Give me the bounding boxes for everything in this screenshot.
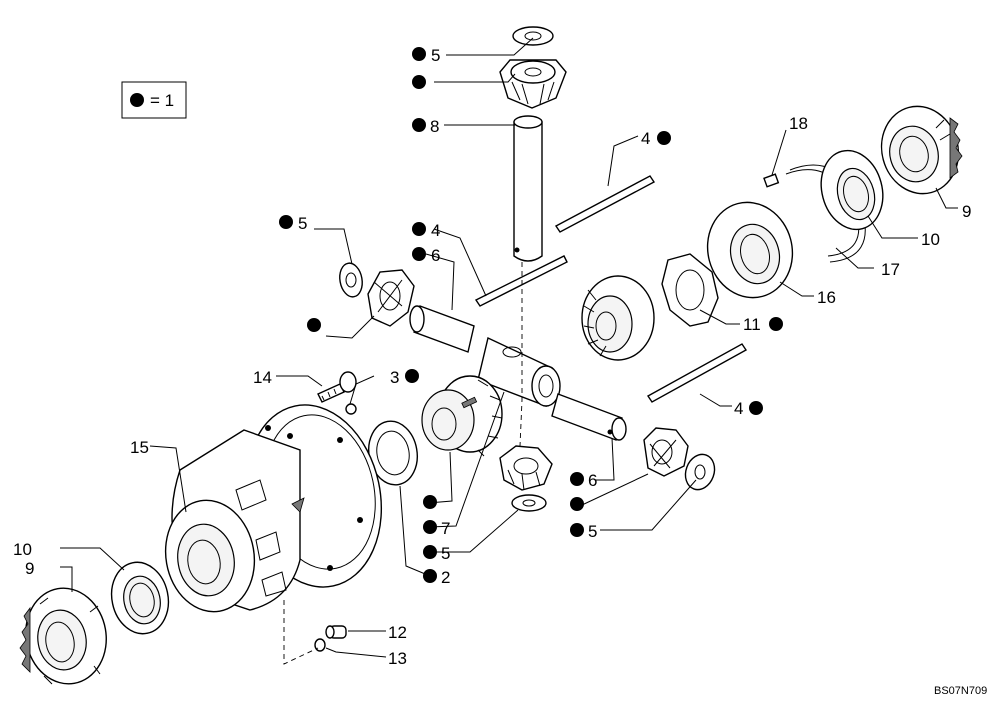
thrust-washer-top bbox=[512, 26, 554, 46]
side-gear-left bbox=[421, 375, 503, 457]
adjusting-ring-left bbox=[19, 587, 107, 685]
callout bbox=[307, 318, 321, 332]
drawing-code: BS07N709 bbox=[934, 685, 987, 697]
callout: 4 bbox=[641, 129, 671, 148]
dowel-key bbox=[763, 173, 780, 188]
svg-text:5: 5 bbox=[431, 46, 440, 65]
bearing-left bbox=[110, 561, 170, 635]
svg-text:12: 12 bbox=[388, 623, 407, 642]
svg-text:5: 5 bbox=[588, 522, 597, 541]
callout: 6 bbox=[570, 471, 597, 490]
callout: 16 bbox=[817, 288, 836, 307]
svg-text:4: 4 bbox=[641, 129, 650, 148]
callout: 5 bbox=[423, 544, 450, 563]
callout bbox=[412, 75, 426, 89]
callout: 11 bbox=[743, 315, 783, 334]
cross-pin-vertical bbox=[513, 115, 543, 262]
axis-line-case bbox=[283, 600, 319, 665]
bearing-right bbox=[820, 149, 884, 231]
callout: 5 bbox=[412, 46, 440, 65]
svg-text:9: 9 bbox=[962, 202, 971, 221]
roll-pin-upper bbox=[554, 175, 656, 233]
callout: 18 bbox=[789, 114, 808, 133]
svg-text:17: 17 bbox=[881, 260, 900, 279]
svg-text:16: 16 bbox=[817, 288, 836, 307]
svg-text:14: 14 bbox=[253, 368, 272, 387]
differential-case bbox=[164, 404, 383, 613]
legend-text: = 1 bbox=[150, 91, 174, 110]
svg-text:8: 8 bbox=[430, 117, 439, 136]
callout: 3 bbox=[390, 368, 419, 387]
svg-text:11: 11 bbox=[743, 315, 761, 334]
svg-text:4: 4 bbox=[734, 399, 743, 418]
adjusting-ring-right bbox=[880, 105, 963, 195]
pinion-gear-right bbox=[643, 427, 689, 477]
callout: 17 bbox=[881, 260, 900, 279]
legend: = 1 bbox=[121, 81, 187, 119]
callout: 15 bbox=[130, 438, 149, 457]
callout: 10 bbox=[921, 230, 940, 249]
callout: 13 bbox=[388, 649, 407, 668]
thrust-plate bbox=[661, 253, 719, 327]
callout: 2 bbox=[423, 568, 450, 587]
svg-text:3: 3 bbox=[390, 368, 399, 387]
callout: 12 bbox=[388, 623, 407, 642]
callout: 7 bbox=[423, 519, 450, 538]
pinion-gear-left bbox=[367, 269, 415, 327]
callouts: 5 8 4 18 9 10 17 16 11 5 4 6 14 3 4 15 6… bbox=[13, 46, 971, 668]
locating-pin bbox=[345, 403, 357, 415]
thrust-washer-lower bbox=[511, 494, 547, 512]
callout: 6 bbox=[412, 246, 440, 265]
callout: 9 bbox=[962, 202, 971, 221]
axis-line-vertical bbox=[519, 262, 523, 447]
callout bbox=[570, 497, 584, 511]
spider-shaft-upper bbox=[409, 305, 475, 353]
svg-text:10: 10 bbox=[921, 230, 940, 249]
svg-text:15: 15 bbox=[130, 438, 149, 457]
spider-center-block bbox=[477, 337, 561, 407]
svg-text:5: 5 bbox=[441, 544, 450, 563]
thrust-washer-left bbox=[339, 262, 363, 298]
pinion-gear-lower bbox=[499, 445, 553, 491]
svg-text:5: 5 bbox=[298, 214, 307, 233]
thrust-washer-right bbox=[684, 453, 716, 491]
callout: 8 bbox=[412, 117, 439, 136]
svg-text:9: 9 bbox=[25, 559, 34, 578]
bolt bbox=[317, 371, 357, 403]
roll-pin-lower bbox=[646, 343, 748, 403]
callout: 5 bbox=[279, 214, 307, 233]
pinion-gear-top bbox=[499, 59, 567, 109]
leader-lines bbox=[60, 37, 958, 658]
clutch-plate bbox=[706, 201, 794, 299]
callout: 5 bbox=[570, 522, 597, 541]
spider-shaft-lower bbox=[551, 393, 627, 441]
svg-text:6: 6 bbox=[431, 246, 440, 265]
callout: 9 bbox=[25, 559, 34, 578]
callout: 14 bbox=[253, 368, 272, 387]
svg-text:4: 4 bbox=[431, 221, 440, 240]
svg-text:6: 6 bbox=[588, 471, 597, 490]
callout: 4 bbox=[734, 399, 763, 418]
callout: 10 bbox=[13, 540, 32, 559]
svg-text:7: 7 bbox=[441, 519, 450, 538]
svg-text:10: 10 bbox=[13, 540, 32, 559]
callout: 4 bbox=[412, 221, 440, 240]
svg-text:13: 13 bbox=[388, 649, 407, 668]
roll-pin-middle bbox=[474, 255, 568, 307]
svg-text:18: 18 bbox=[789, 114, 808, 133]
side-gear-right bbox=[581, 275, 655, 361]
svg-text:2: 2 bbox=[441, 568, 450, 587]
callout bbox=[423, 495, 437, 509]
plug bbox=[325, 625, 347, 639]
